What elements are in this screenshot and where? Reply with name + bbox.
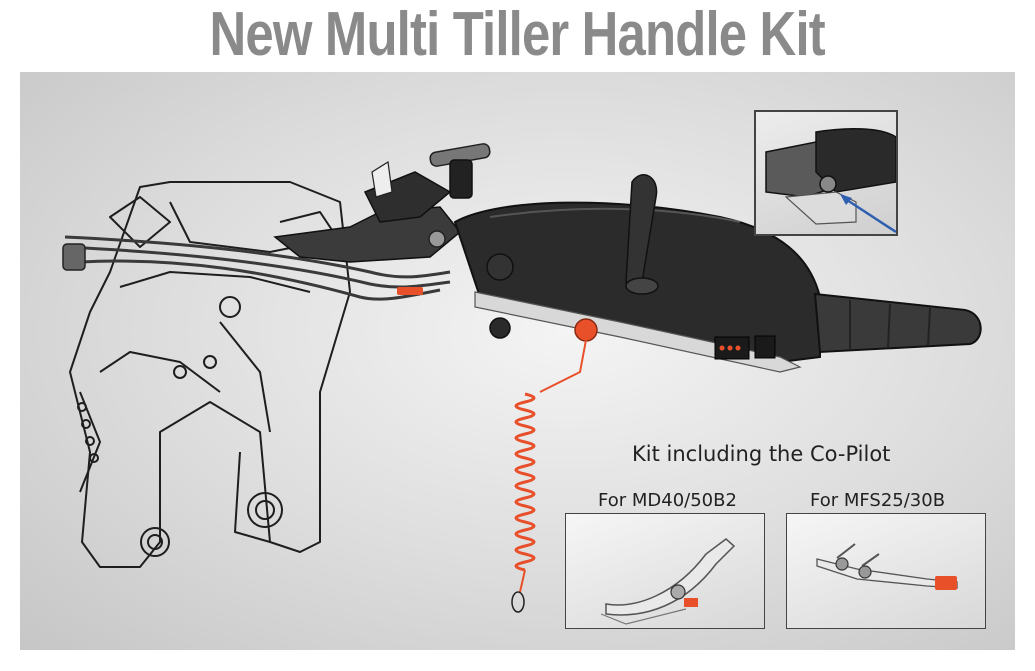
detail-inset (754, 110, 898, 236)
kit-caption: Kit including the Co-Pilot (632, 442, 891, 466)
throttle-grip-icon (813, 292, 982, 354)
product-panel: Kit including the Co-Pilot For MD40/50B2… (20, 72, 1015, 650)
swivel-mount-icon (273, 143, 491, 263)
copilot-mfs-part-icon (816, 543, 958, 590)
copilot-md-part-icon (600, 538, 736, 625)
variant-label-md: For MD40/50B2 (598, 490, 737, 511)
title-text: New Multi Tiller Handle Kit (209, 0, 826, 69)
throttle-lever-icon (625, 174, 659, 295)
copilot-mfs-thumbnail (786, 513, 986, 629)
variant-label-mfs: For MFS25/30B (810, 490, 946, 511)
copilot-md-thumbnail (565, 513, 765, 629)
page-title: New Multi Tiller Handle Kit (0, 0, 1035, 70)
detail-inset-arrow-icon (765, 127, 896, 234)
control-cables-icon (64, 235, 451, 301)
tiller-handle-illustration (62, 143, 982, 613)
bracket-outline-icon (69, 181, 351, 568)
coiled-lanyard-icon (511, 318, 598, 613)
